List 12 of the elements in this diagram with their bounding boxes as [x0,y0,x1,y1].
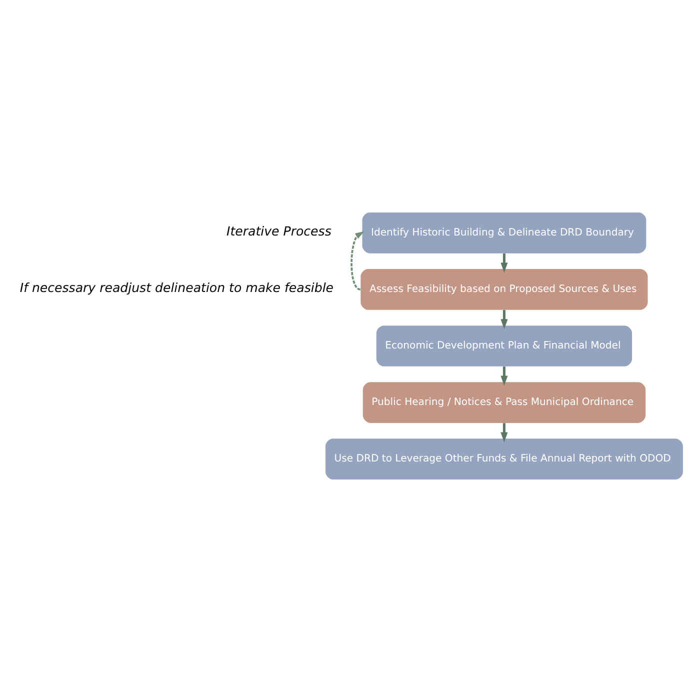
arrow [500,366,508,386]
arrow [350,231,364,290]
node-box: Identify Historic Building & Delineate DRD Boundary [362,212,646,254]
node-box: Economic Development Plan & Financial Model [376,326,632,366]
node-box: Assess Feasibility based on Proposed Sources & Uses [360,269,648,310]
label: Iterative Process [226,223,332,238]
arrow [500,310,508,330]
arrow [500,423,508,442]
label: If necessary readjust delineation to make feasible [20,280,334,295]
node-box: Public Hearing / Notices & Pass Municipal Ordinance [362,382,646,423]
node-box: Use DRD to Leverage Other Funds & File Annual Report with ODOD [325,438,683,480]
arrow [500,254,508,273]
